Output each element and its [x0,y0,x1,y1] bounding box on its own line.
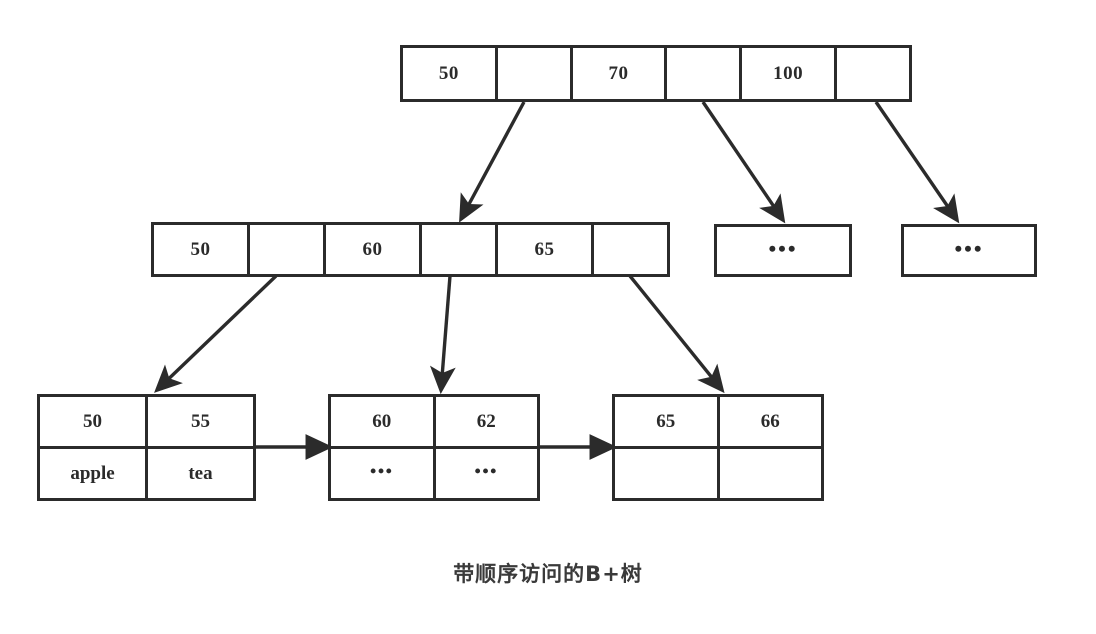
internal-cell-pointer-3[interactable] [594,225,667,274]
root-cell-pointer-1[interactable] [498,48,573,99]
internal-cell-key-2[interactable]: 60 [326,225,422,274]
leaf-node-2-key-row: 60 62 [331,397,537,449]
internal-cell-key-1[interactable]: 50 [154,225,250,274]
leaf-node-3-key-2[interactable]: 66 [760,410,780,432]
root-node[interactable]: 50 70 100 [400,45,912,102]
root-cell-key-2[interactable]: 70 [573,48,668,99]
leaf-node-1-value-2[interactable]: tea [188,462,213,484]
internal-cell-pointer-1[interactable] [250,225,326,274]
root-cell-key-1[interactable]: 50 [403,48,498,99]
leaf-node-3-value-1[interactable] [615,449,720,498]
leaf-node-3[interactable]: 65 66 [612,394,824,501]
leaf-node-2-value-1[interactable]: ••• [331,449,436,498]
placeholder-node-1[interactable]: ••• [714,224,852,277]
leaf-node-3-key-row: 65 66 [615,397,821,449]
edge-root-to-placeholder-1 [701,101,786,224]
edge-internal-to-leaf-2 [429,275,456,395]
edge-internal-to-leaf-3 [628,274,725,394]
placeholder-node-2[interactable]: ••• [901,224,1037,277]
internal-cell-pointer-2[interactable] [422,225,498,274]
edge-root-to-internal [459,101,526,223]
leaf-node-3-value-row [615,449,821,498]
figure-caption: 带顺序访问的B+树 [453,562,643,586]
leaf-node-1-value-row: apple tea [40,449,253,498]
leaf-node-2-key-1[interactable]: 60 [331,397,436,446]
placeholder-node-1-label: ••• [768,235,798,261]
leaf-node-1-key-2[interactable]: 55 [191,410,210,432]
leaf-node-3-value-2[interactable] [720,449,822,498]
edge-root-to-placeholder-2 [874,101,960,224]
leaf-node-1-value-1[interactable]: apple [40,449,148,498]
leaf-node-3-key-1[interactable]: 65 [615,397,720,446]
root-cell-key-3[interactable]: 100 [742,48,837,99]
root-cell-pointer-2[interactable] [667,48,743,99]
internal-cell-key-3[interactable]: 65 [498,225,594,274]
leaf-node-1-key-row: 50 55 [40,397,253,449]
root-cell-pointer-3[interactable] [837,48,909,99]
placeholder-node-2-label: ••• [954,235,984,261]
edge-internal-to-leaf-1 [154,274,278,393]
leaf-node-1[interactable]: 50 55 apple tea [37,394,256,501]
leaf-node-2[interactable]: 60 62 ••• ••• [328,394,540,501]
leaf-node-1-key-1[interactable]: 50 [40,397,148,446]
leaf-node-2-value-2[interactable]: ••• [474,461,498,481]
internal-node[interactable]: 50 60 65 [151,222,670,277]
leaf-node-2-value-row: ••• ••• [331,449,537,498]
leaf-node-2-key-2[interactable]: 62 [476,410,496,432]
